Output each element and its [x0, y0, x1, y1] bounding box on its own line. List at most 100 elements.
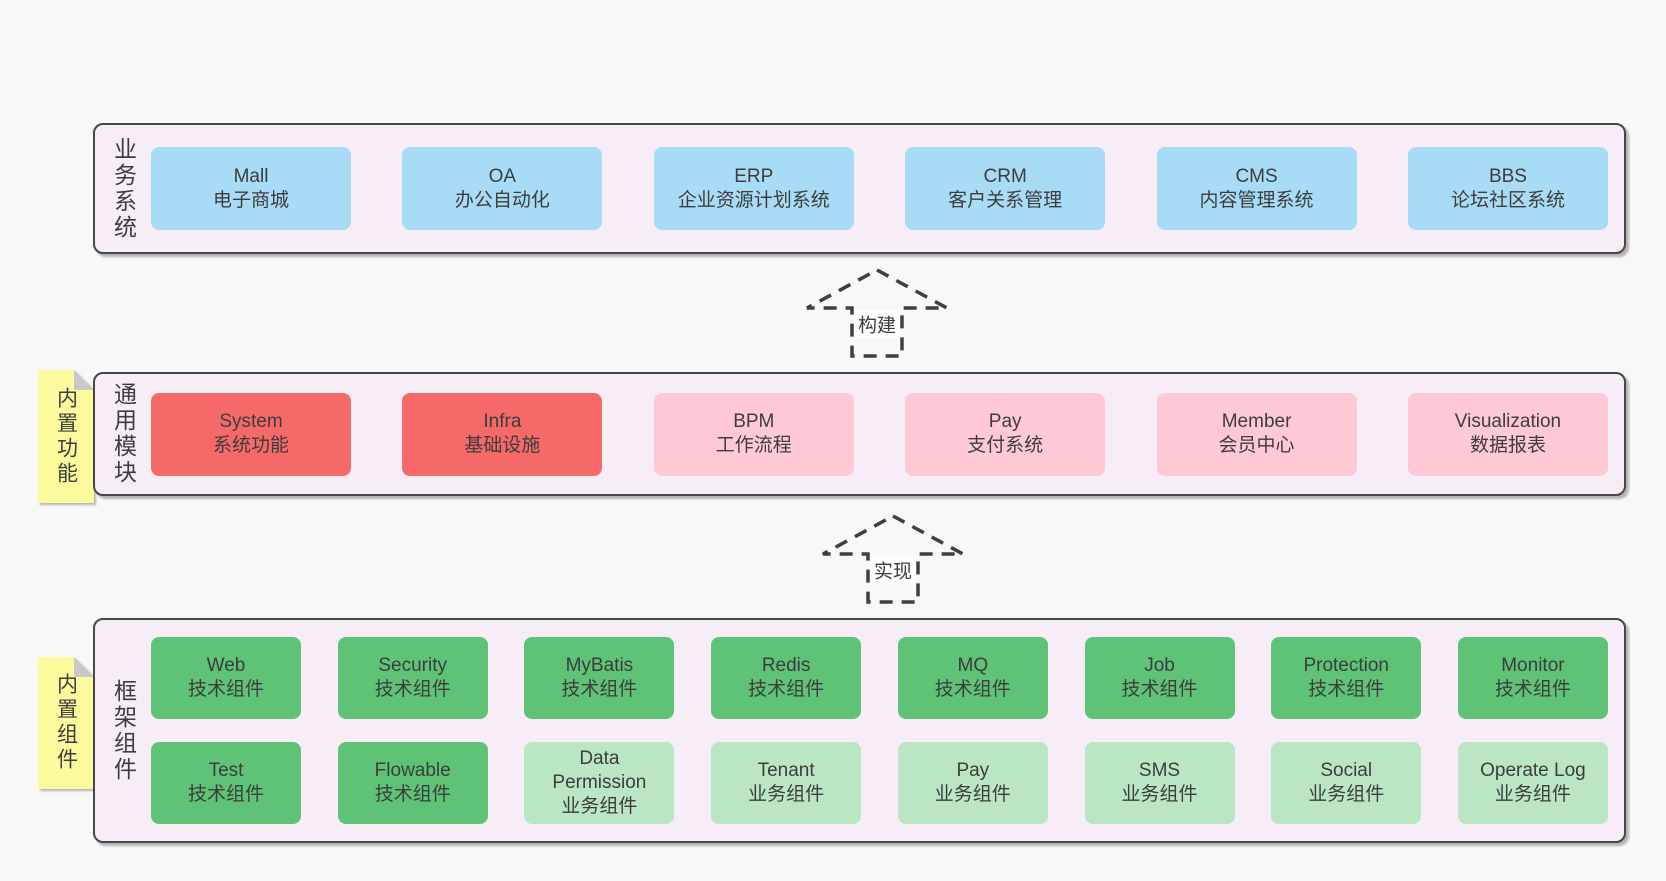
box-title: BPM: [733, 411, 775, 433]
side-label-components: 框架组件: [110, 678, 137, 783]
box-title: CMS: [1235, 165, 1278, 187]
box-title: Tenant: [757, 760, 815, 782]
box-member: Member 会员中心: [1156, 392, 1357, 476]
box-title: OA: [488, 165, 517, 187]
box-title: Member: [1221, 411, 1292, 433]
box-security: Security 技术组件: [337, 637, 488, 719]
sticky-note-built-in-features: 内置功能: [38, 370, 94, 503]
box-subtitle: 业务组件: [561, 795, 638, 817]
box-pay-component: Pay 业务组件: [897, 742, 1048, 824]
box-subtitle: 技术组件: [1121, 679, 1198, 700]
box-title: System: [219, 411, 283, 433]
box-job: Job 技术组件: [1084, 637, 1235, 719]
box-redis: Redis 技术组件: [711, 637, 862, 719]
box-subtitle: 业务组件: [1121, 784, 1198, 805]
box-title: Job: [1144, 655, 1175, 677]
box-bpm: BPM 工作流程: [653, 392, 854, 476]
implement-arrow: 实现: [813, 508, 973, 608]
box-protection: Protection 技术组件: [1271, 637, 1422, 719]
box-subtitle: 客户关系管理: [948, 189, 1063, 211]
implement-arrow-label: 实现: [869, 555, 917, 585]
box-title: Redis: [761, 655, 811, 677]
side-label-modules: 通用模块: [110, 382, 137, 486]
box-title: Flowable: [374, 760, 451, 782]
box-mq: MQ 技术组件: [897, 637, 1048, 719]
box-title: Operate Log: [1480, 760, 1586, 782]
box-title: BBS: [1488, 165, 1527, 187]
box-monitor: Monitor 技术组件: [1457, 637, 1608, 719]
box-title: Test: [208, 760, 244, 782]
box-subtitle: 技术组件: [1308, 679, 1385, 700]
box-title: Monitor: [1501, 655, 1565, 677]
box-title: MyBatis: [565, 655, 634, 677]
dashed-up-arrow-icon: [806, 268, 948, 358]
box-title: Pay: [988, 411, 1022, 433]
box-sms: SMS 业务组件: [1084, 742, 1235, 824]
sticky-paper: [38, 657, 94, 789]
box-subtitle: 电子商城: [212, 189, 289, 211]
sticky-label: 内置功能: [54, 386, 78, 487]
box-title: Data Permission: [552, 748, 647, 794]
box-subtitle: 工作流程: [715, 435, 792, 456]
box-subtitle: 技术组件: [374, 679, 451, 700]
box-visualization: Visualization 数据报表: [1407, 392, 1608, 476]
box-subtitle: 技术组件: [934, 679, 1011, 700]
box-web: Web 技术组件: [151, 637, 301, 719]
box-flowable: Flowable 技术组件: [337, 742, 488, 824]
build-arrow: 构建: [797, 262, 957, 362]
box-subtitle: 技术组件: [1494, 679, 1571, 700]
module-boxes: System 系统功能 Infra 基础设施 BPM 工作流程 Pay 支付系统…: [151, 374, 1624, 494]
box-title: Infra: [483, 411, 522, 433]
box-test: Test 技术组件: [151, 742, 301, 824]
box-system: System 系统功能: [151, 392, 351, 476]
business-boxes: Mall 电子商城 OA 办公自动化 ERP 企业资源计划系统 CRM 客户关系…: [151, 125, 1624, 252]
build-arrow-label: 构建: [853, 309, 901, 339]
side-label-business: 业务系统: [110, 136, 137, 241]
box-subtitle: 内容管理系统: [1199, 189, 1314, 211]
box-pay-module: Pay 支付系统: [905, 392, 1106, 476]
box-subtitle: 业务组件: [1494, 784, 1571, 805]
box-title: ERP: [734, 165, 774, 187]
component-boxes: Web 技术组件 Security 技术组件 MyBatis 技术组件 Redi…: [151, 620, 1624, 841]
box-subtitle: 技术组件: [187, 679, 264, 700]
box-title: CRM: [983, 165, 1027, 187]
box-subtitle: 技术组件: [187, 784, 264, 805]
box-infra: Infra 基础设施: [402, 392, 603, 476]
box-title: MQ: [957, 655, 989, 677]
box-subtitle: 基础设施: [464, 435, 541, 456]
box-social: Social 业务组件: [1271, 742, 1422, 824]
layer-framework-components: 框架组件 Web 技术组件 Security 技术组件 MyBatis 技术组件…: [93, 618, 1626, 843]
box-title: Web: [206, 655, 246, 677]
box-subtitle: 技术组件: [374, 784, 451, 805]
box-title: Mall: [233, 165, 269, 187]
box-subtitle: 会员中心: [1218, 435, 1295, 456]
box-subtitle: 业务组件: [934, 784, 1011, 805]
sticky-paper: [38, 370, 94, 503]
box-bbs: BBS 论坛社区系统: [1407, 147, 1608, 230]
dashed-up-arrow-icon: [822, 514, 964, 604]
box-title: Pay: [956, 760, 990, 782]
box-mall: Mall 电子商城: [151, 147, 351, 230]
box-title: Visualization: [1454, 411, 1562, 433]
box-subtitle: 系统功能: [212, 435, 289, 456]
box-title: Social: [1320, 760, 1373, 782]
box-subtitle: 办公自动化: [454, 189, 550, 211]
box-data-permission: Data Permission 业务组件: [524, 742, 675, 824]
box-title: Protection: [1303, 655, 1389, 677]
box-erp: ERP 企业资源计划系统: [653, 147, 854, 230]
box-tenant: Tenant 业务组件: [711, 742, 862, 824]
box-crm: CRM 客户关系管理: [905, 147, 1106, 230]
box-subtitle: 支付系统: [967, 435, 1044, 456]
sticky-label: 内置组件: [54, 673, 78, 773]
layer-common-modules: 通用模块 System 系统功能 Infra 基础设施 BPM 工作流程 Pay…: [93, 372, 1626, 496]
sticky-note-built-in-components: 内置组件: [38, 657, 94, 789]
box-subtitle: 技术组件: [561, 679, 638, 700]
box-title: SMS: [1138, 760, 1181, 782]
layer-business-systems: 业务系统 Mall 电子商城 OA 办公自动化 ERP 企业资源计划系统 CRM…: [93, 123, 1626, 254]
box-cms: CMS 内容管理系统: [1156, 147, 1357, 230]
box-operate-log: Operate Log 业务组件: [1457, 742, 1608, 824]
box-oa: OA 办公自动化: [402, 147, 603, 230]
box-subtitle: 技术组件: [748, 679, 825, 700]
box-title: Security: [378, 655, 448, 677]
box-mybatis: MyBatis 技术组件: [524, 637, 675, 719]
